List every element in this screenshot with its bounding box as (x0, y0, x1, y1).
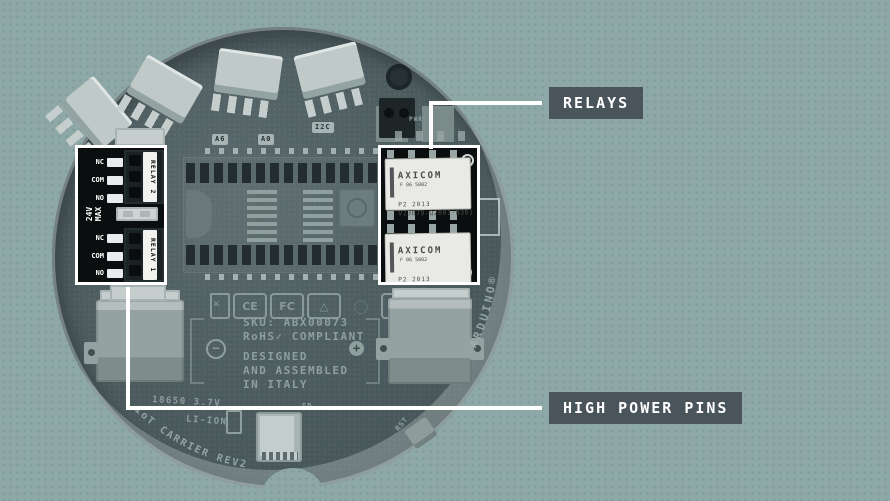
relay1-nc-label: NC (95, 234, 104, 242)
hpp-callout-line-vertical (126, 287, 130, 410)
relay2-no-label: NO (95, 194, 104, 202)
relay-model: P2 2013 (398, 275, 431, 284)
sd-card-slot (256, 412, 302, 462)
voltage-rating: 24V MAX (85, 206, 103, 222)
triangle-cert-icon: △ (307, 293, 341, 319)
smd-pad-column (247, 190, 277, 242)
mounting-tab (376, 338, 390, 360)
solder-pad-strip (205, 148, 415, 154)
terminal-top-tab (115, 128, 165, 146)
round-cert-icon: ○ (353, 295, 369, 317)
pwr-label: PWR (409, 116, 423, 123)
middle-terminal (116, 207, 158, 221)
relay-brand: AXICOM (397, 170, 443, 182)
terminal-bottom-tab (110, 285, 166, 301)
relay-chip-1: AXICOMF 06 5002 P2 2013 V23079-Q2001-B30… (384, 157, 473, 217)
solder-pad-strip (205, 274, 415, 280)
rohs-text: RoHS✓ COMPLIANT (243, 330, 365, 343)
sku-text: SKU: ABX00073 (243, 316, 349, 329)
relay1-no-label: NO (95, 269, 104, 277)
smd-pad-column (303, 190, 333, 242)
relay-brand: AXICOM (397, 245, 443, 257)
high-power-pins-highlight: NC COM NO 24V MAX NC COM NO RELAY 2 RELA… (75, 145, 167, 285)
ce-mark: CE (233, 293, 267, 319)
hpp-callout-line-horizontal (126, 406, 542, 410)
relays-callout-line-horizontal (429, 101, 542, 105)
relays-callout-line-vertical (429, 101, 433, 149)
mounting-tab (470, 338, 484, 360)
relays-callout-label: RELAYS (549, 87, 644, 119)
weee-icon (210, 293, 230, 319)
relay1-tag: RELAY 1 (143, 230, 157, 280)
mounting-tab (84, 342, 98, 364)
chip-marking (347, 198, 367, 218)
origin-line-1: DESIGNED (243, 350, 308, 363)
relay-part-number: V23079-Q2001-B301 (398, 208, 474, 218)
relay2-tag: RELAY 2 (143, 152, 157, 202)
origin-line-3: IN ITALY (243, 378, 308, 391)
relay2-com-label: COM (91, 176, 104, 184)
silkscreen-bracket (478, 198, 500, 236)
high-power-pins-callout-label: HIGH POWER PINS (549, 392, 743, 424)
buzzer (386, 64, 412, 90)
relay-part-number: V23079-Q2001-B301 (398, 283, 465, 285)
relay2-nc-label: NC (95, 158, 104, 166)
relays-highlight: AXICOMF 06 5002 P2 2013 V23079-Q2001-B30… (378, 145, 480, 285)
svg-text:IoT CARRIER REV2: IoT CARRIER REV2 (132, 405, 248, 471)
edge-text-bottom: IoT CARRIER REV2 (132, 405, 246, 471)
screw-terminal-right (388, 298, 472, 384)
fcc-mark: FC (270, 293, 304, 319)
battery-bracket-left (190, 318, 204, 384)
pin-header-row-top (186, 163, 378, 183)
a6-label: A6 (212, 134, 229, 145)
terminal-exit-right (392, 288, 470, 299)
i2c-label: I2C (312, 122, 334, 133)
battery-minus-icon: − (206, 339, 226, 359)
main-chip (338, 188, 376, 228)
origin-line-2: AND ASSEMBLED (243, 364, 349, 377)
pin-header-row-bottom (186, 245, 378, 265)
antenna-area (186, 190, 212, 238)
relay-chip-2: AXICOMF 06 5002 P2 2013 V23079-Q2001-B30… (384, 232, 472, 285)
a0-label: A0 (258, 134, 275, 145)
relay1-com-label: COM (91, 252, 104, 260)
screw-terminal-left (96, 300, 184, 382)
battery-plus-icon: + (349, 341, 364, 356)
